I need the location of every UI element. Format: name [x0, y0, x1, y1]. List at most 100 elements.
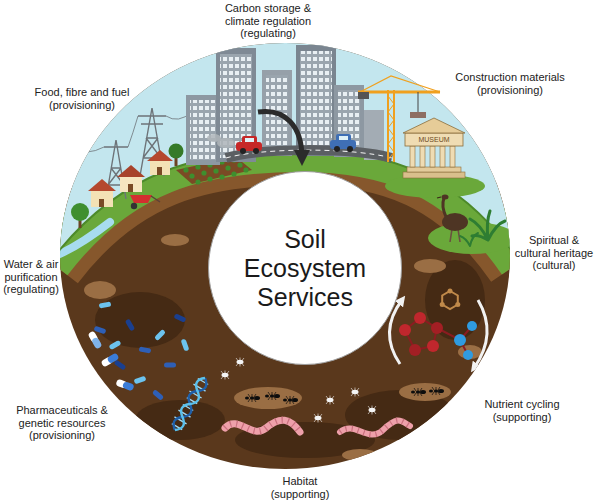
houses	[120, 176, 142, 192]
crop-field	[195, 164, 200, 169]
road	[226, 150, 392, 158]
pill	[107, 352, 120, 364]
label-holder: Spiritual & cultural heritage (cultural)	[512, 234, 596, 272]
houses	[157, 167, 162, 175]
road	[226, 150, 392, 158]
houses	[91, 190, 113, 207]
crane	[358, 76, 440, 162]
emu	[437, 195, 468, 243]
bacteria	[94, 301, 190, 400]
wheelbarrow	[131, 203, 137, 209]
burrow	[342, 449, 378, 461]
bacteria	[139, 346, 152, 353]
cycad-plant	[460, 233, 478, 246]
grass-patch	[428, 222, 516, 254]
molecule	[399, 289, 477, 361]
bacteria	[134, 376, 147, 385]
dna-helix	[171, 376, 210, 433]
emu	[442, 195, 449, 200]
dna-helix	[171, 376, 210, 433]
molecule	[463, 350, 473, 360]
skyscrapers	[186, 95, 220, 165]
ant	[245, 387, 444, 404]
earthworm	[225, 420, 300, 432]
label-holder: Habitat (supporting)	[265, 475, 335, 500]
emu	[437, 197, 441, 198]
museum-building	[403, 172, 465, 178]
carbon-arrow	[258, 111, 302, 158]
crop-field	[237, 162, 242, 167]
label-holder: MUSEUM	[405, 134, 463, 145]
skyscrapers	[190, 100, 216, 160]
museum-building	[430, 146, 435, 167]
service-label: Habitat (supporting)	[265, 475, 335, 500]
earthworm	[340, 421, 410, 435]
crane	[388, 90, 394, 162]
bacteria	[94, 326, 107, 335]
label-holder: Nutrient cycling (supporting)	[476, 398, 568, 423]
ant	[245, 394, 260, 402]
earthworm	[225, 420, 410, 434]
bacteria	[109, 340, 122, 350]
bacteria	[164, 363, 176, 368]
service-label: Nutrient cycling (supporting)	[476, 398, 568, 423]
bacteria	[154, 329, 166, 341]
burrow	[234, 387, 302, 409]
red-car	[253, 148, 259, 154]
houses	[150, 160, 170, 175]
ant	[265, 392, 280, 400]
trees	[169, 144, 184, 159]
circle-text-block: Soil Ecosystem Services	[235, 225, 375, 312]
molecule	[427, 340, 439, 352]
ant	[429, 387, 444, 395]
label-holder: Water & air purification (regulating)	[1, 258, 61, 296]
houses	[117, 165, 145, 177]
label-holder: Construction materials (provisioning)	[448, 71, 572, 96]
bacteria	[114, 360, 127, 371]
museum-building	[407, 167, 461, 172]
service-label: Pharmaceuticals & genetic resources (pro…	[12, 404, 112, 442]
crane	[358, 92, 369, 99]
crop-field	[201, 170, 206, 175]
service-label: Spiritual & cultural heritage (cultural)	[512, 234, 596, 272]
mite	[221, 371, 229, 380]
mite	[368, 406, 376, 415]
molecule	[409, 344, 421, 356]
power-tower	[62, 108, 192, 199]
skyscrapers	[300, 51, 332, 153]
bacteria	[181, 339, 190, 352]
molecule	[399, 324, 411, 336]
service-label: Carbon storage & climate regulation (reg…	[220, 2, 316, 40]
blue-car	[339, 136, 348, 140]
crop-field	[183, 167, 188, 172]
molecule	[405, 318, 472, 355]
earthworm	[225, 420, 300, 432]
ant	[411, 388, 426, 396]
earthworm	[340, 421, 410, 435]
pill	[100, 352, 119, 367]
crane	[418, 92, 419, 112]
label-holder: Food, fibre and fuel (provisioning)	[28, 86, 136, 111]
label-holder: Pharmaceuticals & genetic resources (pro…	[12, 404, 112, 442]
crop-field	[219, 174, 224, 179]
blue-car	[347, 146, 353, 152]
pill	[91, 337, 103, 350]
crane	[358, 91, 440, 94]
circle-title: Soil Ecosystem Services	[235, 225, 375, 312]
service-label: Water & air purification (regulating)	[1, 258, 61, 296]
wheelbarrow	[151, 196, 160, 202]
mite	[236, 358, 244, 367]
red-car	[245, 138, 254, 142]
molecule	[467, 321, 477, 331]
crop-field	[207, 176, 212, 181]
crop-field	[195, 179, 200, 184]
molecule	[455, 302, 460, 307]
houses	[128, 184, 133, 192]
houses	[99, 199, 104, 207]
road	[226, 150, 392, 158]
museum-building	[403, 118, 465, 178]
burrow	[414, 259, 446, 273]
houses	[88, 179, 116, 191]
